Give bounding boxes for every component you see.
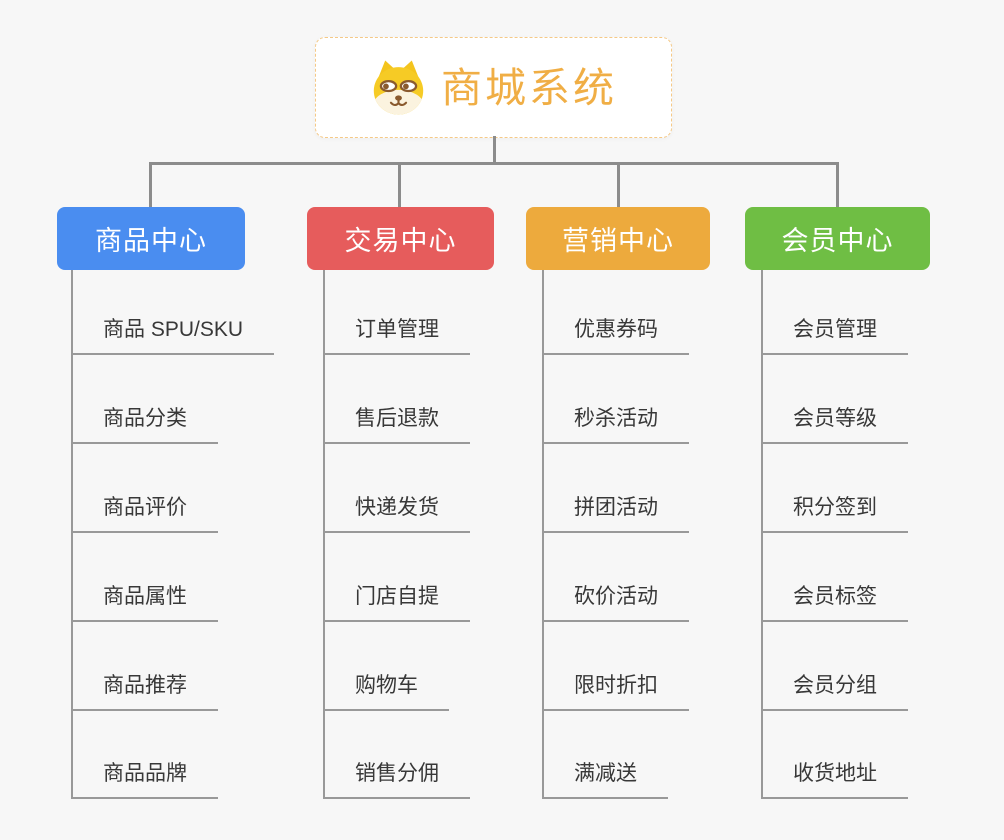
- child-node[interactable]: 收货地址: [762, 760, 908, 799]
- child-node[interactable]: 会员管理: [762, 316, 908, 355]
- child-node[interactable]: 砍价活动: [543, 583, 689, 622]
- root-title: 商城系统: [441, 65, 617, 111]
- child-node[interactable]: 限时折扣: [543, 672, 689, 711]
- child-node[interactable]: 商品评价: [72, 494, 218, 533]
- branch-children-member: 会员管理 会员等级 积分签到 会员标签 会员分组 收货地址: [762, 270, 1002, 800]
- branch-children-marketing: 优惠券码 秒杀活动 拼团活动 砍价活动 限时折扣 满减送: [543, 270, 783, 800]
- child-node[interactable]: 商品 SPU/SKU: [72, 316, 275, 355]
- connector-spine-member: [761, 270, 763, 799]
- child-node[interactable]: 满减送: [543, 760, 668, 799]
- child-node[interactable]: 会员标签: [762, 583, 908, 622]
- connector-spine-trade: [323, 270, 325, 799]
- connector-drop-product: [149, 164, 152, 208]
- child-node[interactable]: 会员等级: [762, 405, 908, 444]
- connector-root-drop: [493, 136, 496, 164]
- child-node[interactable]: 门店自提: [324, 583, 470, 622]
- child-node[interactable]: 订单管理: [324, 316, 470, 355]
- child-node[interactable]: 拼团活动: [543, 494, 689, 533]
- branch-node-trade-center[interactable]: 交易中心: [307, 207, 494, 270]
- branch-node-member-center[interactable]: 会员中心: [745, 207, 930, 270]
- child-node[interactable]: 秒杀活动: [543, 405, 689, 444]
- branch-children-trade: 订单管理 售后退款 快递发货 门店自提 购物车 销售分佣: [324, 270, 564, 800]
- child-node[interactable]: 商品属性: [72, 583, 218, 622]
- connector-drop-member: [836, 164, 839, 208]
- branch-children-product: 商品 SPU/SKU 商品分类 商品评价 商品属性 商品推荐 商品品牌: [72, 270, 312, 800]
- connector-drop-trade: [398, 164, 401, 208]
- child-node[interactable]: 售后退款: [324, 405, 470, 444]
- connector-spine-product: [71, 270, 73, 799]
- connector-spine-marketing: [542, 270, 544, 799]
- connector-bus: [149, 162, 839, 165]
- child-node[interactable]: 优惠券码: [543, 316, 689, 355]
- child-node[interactable]: 快递发货: [324, 494, 470, 533]
- branch-node-product-center[interactable]: 商品中心: [57, 207, 245, 270]
- child-node[interactable]: 商品分类: [72, 405, 218, 444]
- connector-drop-marketing: [617, 164, 620, 208]
- child-node[interactable]: 会员分组: [762, 672, 908, 711]
- child-node[interactable]: 商品推荐: [72, 672, 218, 711]
- child-node[interactable]: 商品品牌: [72, 760, 218, 799]
- dog-face-icon: [373, 59, 424, 115]
- child-node[interactable]: 销售分佣: [324, 760, 470, 799]
- branch-node-marketing-center[interactable]: 营销中心: [526, 207, 710, 270]
- child-node[interactable]: 购物车: [324, 672, 449, 711]
- root-node[interactable]: 商城系统: [315, 37, 672, 138]
- child-node[interactable]: 积分签到: [762, 494, 908, 533]
